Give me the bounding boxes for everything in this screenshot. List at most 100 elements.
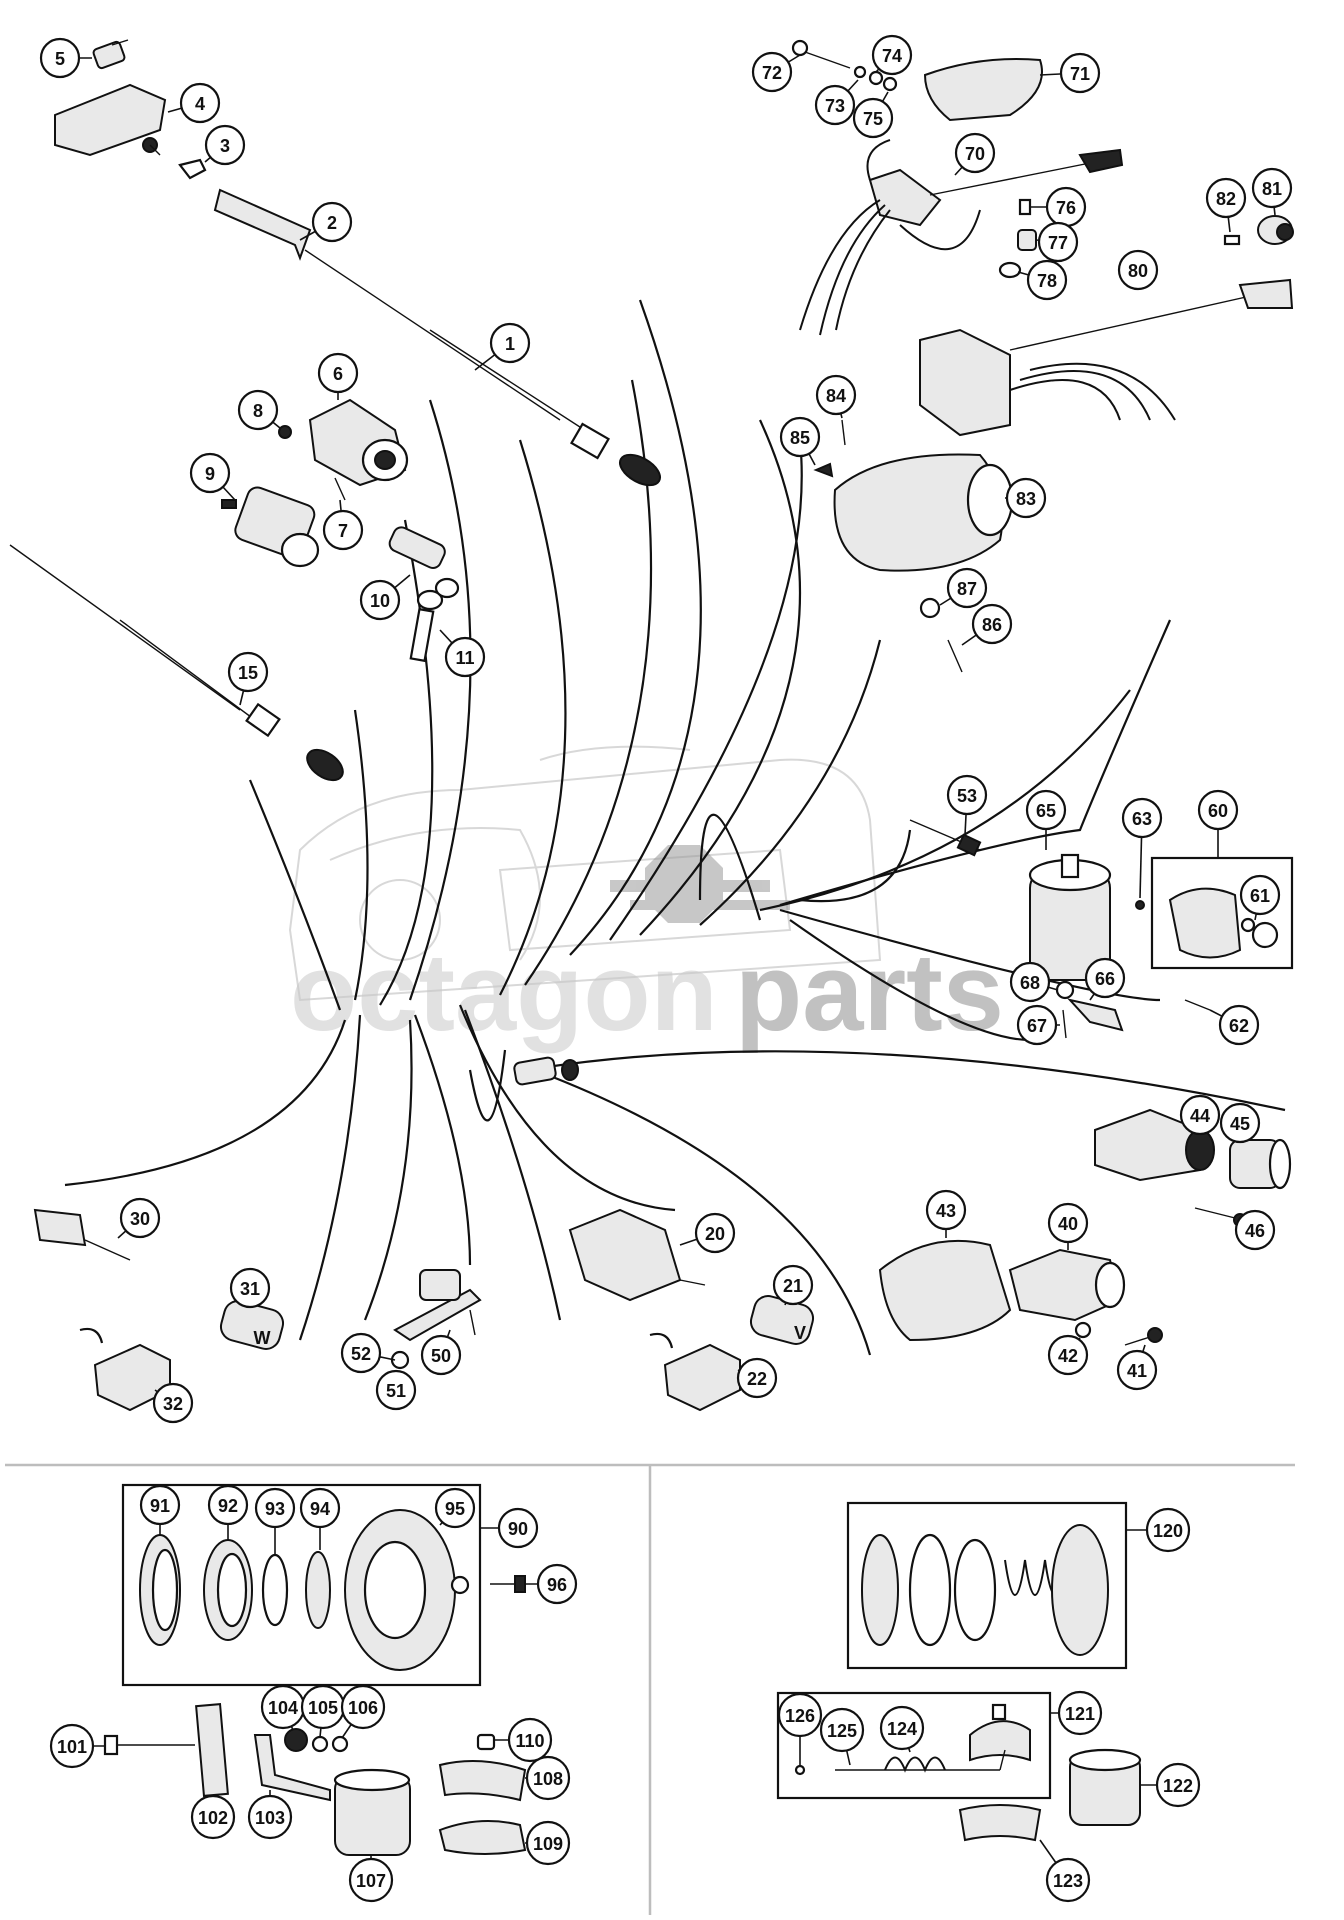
callout-circle-53 <box>946 774 988 816</box>
part-75-washer <box>882 76 898 92</box>
part-90-box <box>121 1483 482 1687</box>
callout-number-84: 84 <box>826 386 846 406</box>
callout-number-63: 63 <box>1132 809 1152 829</box>
part-86-screw <box>947 639 963 673</box>
callout-number-76: 76 <box>1056 198 1076 218</box>
part-71-cover <box>923 58 1043 122</box>
callout-92: 92 <box>207 1484 249 1540</box>
watermark-logo: octagon parts <box>290 845 1004 1054</box>
callout-number-44: 44 <box>1190 1106 1210 1126</box>
callout-number-120: 120 <box>1153 1521 1183 1541</box>
callout-number-30: 30 <box>130 1209 150 1229</box>
callout-circle-30 <box>119 1197 161 1239</box>
part-74-washer <box>868 70 884 86</box>
callout-number-94: 94 <box>310 1499 330 1519</box>
callout-circle-3 <box>204 124 246 166</box>
part-9-switch-body <box>221 486 320 568</box>
part-15-cable <box>9 544 344 782</box>
callout-87: 87 <box>939 567 988 609</box>
part-102-plate <box>195 1703 229 1797</box>
callout-circle-96 <box>536 1563 578 1605</box>
part-73-washer <box>853 65 867 79</box>
callout-circle-109 <box>525 1820 571 1866</box>
part-66-lever <box>1067 998 1124 1032</box>
leader-curves <box>64 299 1286 1356</box>
callout-15: 15 <box>227 651 269 706</box>
callout-109: 109 <box>525 1820 571 1866</box>
callout-31: 31 <box>229 1267 271 1309</box>
part-8-nut <box>278 425 292 439</box>
callout-circle-9 <box>189 452 231 494</box>
callout-104: 104 <box>260 1684 306 1731</box>
callout-number-74: 74 <box>882 46 902 66</box>
callout-circle-44 <box>1179 1094 1221 1136</box>
callout-number-72: 72 <box>762 63 782 83</box>
callout-number-73: 73 <box>825 96 845 116</box>
callout-circle-6 <box>317 352 359 394</box>
callout-83: 83 <box>1005 477 1047 519</box>
callout-circle-73 <box>814 84 856 126</box>
callout-number-41: 41 <box>1127 1361 1147 1381</box>
part-22-toggle <box>649 1332 741 1412</box>
part-60-switch-housing <box>1168 887 1242 959</box>
callout-number-3: 3 <box>220 136 230 156</box>
callout-circle-86 <box>971 603 1013 645</box>
callout-number-104: 104 <box>268 1698 298 1718</box>
part-110-screw <box>476 1733 496 1751</box>
knob-31-letter: W <box>254 1328 271 1348</box>
callout-44: 44 <box>1179 1094 1221 1136</box>
callout-circle-85 <box>779 416 821 458</box>
callout-107: 107 <box>348 1855 394 1903</box>
callout-3: 3 <box>204 124 246 166</box>
callout-number-105: 105 <box>308 1698 338 1718</box>
callout-101: 101 <box>49 1723 105 1769</box>
callout-106: 106 <box>340 1684 386 1739</box>
part-67-screw <box>1062 1009 1067 1039</box>
callout-circle-87 <box>946 567 988 609</box>
part-93-disc <box>261 1553 289 1627</box>
callout-78: 78 <box>1017 259 1068 301</box>
callout-circle-62 <box>1218 1004 1260 1046</box>
callout-circle-7 <box>322 509 364 551</box>
callout-circle-81 <box>1251 167 1293 209</box>
callout-10: 10 <box>359 574 411 621</box>
callout-circle-125 <box>819 1707 865 1753</box>
callout-number-108: 108 <box>533 1769 563 1789</box>
part-50-bracket <box>393 1269 482 1342</box>
callout-circle-91 <box>139 1484 181 1526</box>
callout-number-61: 61 <box>1250 886 1270 906</box>
callout-circle-22 <box>736 1357 778 1399</box>
part-105-washer <box>311 1735 329 1753</box>
callout-number-62: 62 <box>1229 1016 1249 1036</box>
callout-circle-82 <box>1205 177 1247 219</box>
part-31-knob: W <box>219 1300 285 1350</box>
callout-circle-21 <box>772 1264 814 1306</box>
callout-61: 61 <box>1239 874 1281 921</box>
callout-86: 86 <box>961 603 1013 646</box>
callout-74: 74 <box>871 34 913 76</box>
callout-85: 85 <box>779 416 821 466</box>
callout-number-4: 4 <box>195 94 205 114</box>
callout-circle-42 <box>1047 1334 1089 1376</box>
callout-circle-123 <box>1045 1857 1091 1903</box>
callout-circle-108 <box>525 1755 571 1801</box>
callout-123: 123 <box>1039 1839 1091 1903</box>
part-96-screw <box>490 1575 526 1593</box>
callout-number-125: 125 <box>827 1721 857 1741</box>
part-65-resistor <box>1028 853 1112 981</box>
callout-circle-78 <box>1026 259 1068 301</box>
callout-number-6: 6 <box>333 364 343 384</box>
callout-number-46: 46 <box>1245 1221 1265 1241</box>
part-42-washer <box>1074 1321 1092 1339</box>
callout-93: 93 <box>254 1487 296 1555</box>
callout-72: 72 <box>751 51 801 93</box>
callout-53: 53 <box>946 774 988 836</box>
callout-21: 21 <box>772 1264 814 1306</box>
section-dividers <box>5 1463 1295 1915</box>
part-123-clamp <box>958 1804 1042 1842</box>
callout-number-78: 78 <box>1037 271 1057 291</box>
callout-circle-77 <box>1037 221 1079 263</box>
callout-circle-95 <box>434 1487 476 1529</box>
part-30-switch <box>33 1208 131 1261</box>
callout-circle-68 <box>1009 961 1051 1003</box>
